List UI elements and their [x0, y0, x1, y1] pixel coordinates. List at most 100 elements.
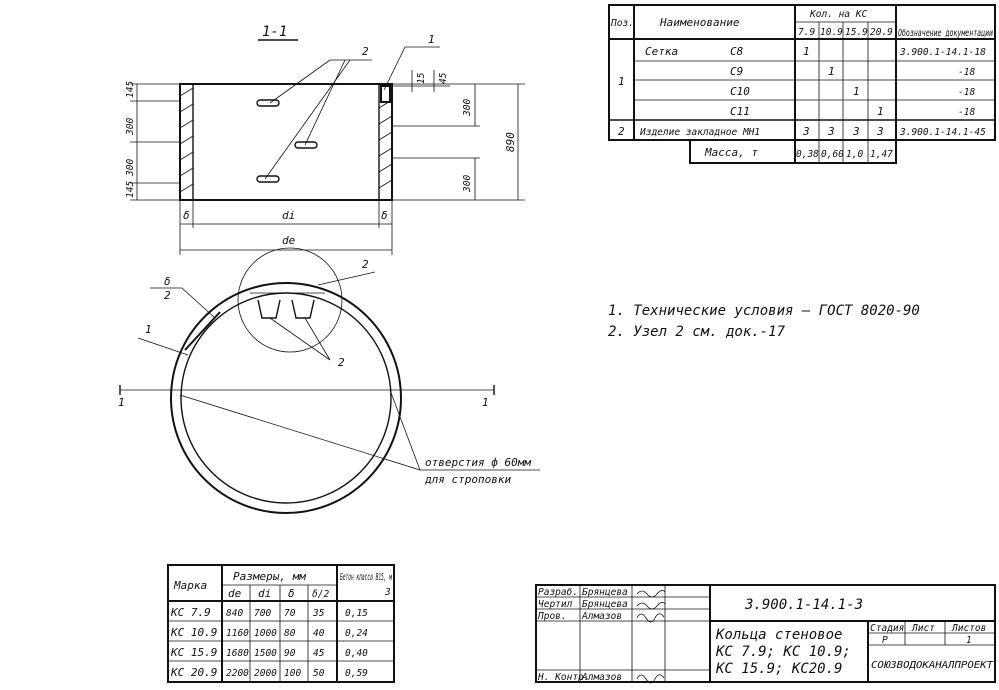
dim-table-head-sup: 3 — [384, 587, 391, 598]
embedded-plate — [380, 85, 391, 103]
spec-head-pos: Поз. — [610, 18, 634, 29]
signature — [636, 674, 665, 684]
tb-stage: Р — [882, 635, 888, 646]
dim-table-head-concrete: Бетон класса В15, м — [340, 572, 392, 583]
tb-role-chertil: Чертил — [538, 599, 573, 610]
callout-leader — [264, 59, 351, 180]
dim-col-di: di — [258, 587, 271, 600]
dim-right-300-top: 300 — [462, 99, 473, 117]
tb-role-razrab: Разраб. — [538, 587, 578, 598]
dim-row-value: 40 — [313, 628, 325, 639]
holes-note-line1: отверстия ф 60мм — [425, 456, 531, 469]
dim-row-mark: КС 15.9 — [170, 646, 217, 659]
dimensions-table: Марка Размеры, мм Бетон класса В15, м 3 … — [167, 564, 395, 683]
spec-mass-15-9: 1,0 — [846, 149, 863, 160]
spec-doc-mn1: 3.900.1-14.1-45 — [899, 127, 986, 138]
spec-mass-7-9: 0,38 — [796, 149, 819, 160]
spec-col-20-9: 20.9 — [870, 27, 893, 38]
dim-delta-right: δ — [381, 209, 388, 222]
dim-left-145-bottom: 145 — [125, 181, 136, 198]
dim-left-145-top: 145 — [125, 81, 136, 98]
dim-row-value: 840 — [226, 608, 243, 619]
callout-2: 2 — [362, 45, 369, 58]
note-2: 2. Узел 2 см. док.-17 — [608, 324, 786, 340]
dim-row-value: 90 — [284, 648, 296, 659]
spec-doc-c9: -18 — [958, 67, 975, 78]
dim-45: 45 — [438, 72, 449, 84]
dim-row-value: 1500 — [254, 648, 277, 659]
spec-col-7-9: 7.9 — [798, 27, 815, 38]
signature — [636, 602, 666, 610]
spec-doc-c10: -18 — [958, 87, 975, 98]
dim-row-value: 2200 — [226, 668, 249, 679]
callout-leader — [269, 59, 331, 104]
tb-name-prov: Алмазов — [581, 611, 622, 622]
spec-row-name-setka: Сетка — [645, 45, 678, 58]
tb-head-stage: Стадия — [870, 623, 905, 634]
dim-15: 15 — [416, 72, 427, 84]
dim-di: di — [282, 209, 295, 222]
dim-row-mark: КС 10.9 — [170, 626, 217, 639]
dim-right-890: 890 — [504, 132, 517, 152]
tb-head-sheet: Лист — [911, 623, 935, 634]
plan-loop — [291, 299, 315, 319]
half-delta-den: 2 — [164, 289, 171, 302]
spec-qty-mn1-7-9: 3 — [802, 125, 810, 138]
spec-table: Поз. Наименование Кол. на КС Обозначение… — [608, 4, 996, 164]
dim-row-value: 45 — [313, 648, 325, 659]
plan-view: 1 1 1 δ 2 2 2 отверстия ф 60мм для строп… — [118, 247, 540, 514]
callout-leader — [304, 59, 346, 146]
tb-name-nkontr: Алмазов — [581, 672, 622, 683]
dim-col-half-delta: δ/2 — [312, 589, 329, 600]
section-mark-right: 1 — [482, 396, 489, 409]
plan-callout-2-bottom: 2 — [338, 356, 345, 369]
lifting-loops — [256, 99, 318, 183]
dim-row-value: 700 — [254, 608, 271, 619]
dim-left-300-bottom: 300 — [125, 159, 136, 177]
spec-qty-c11: 1 — [877, 105, 884, 118]
tb-name-chertil: Брянцева — [582, 599, 628, 610]
tb-sheets: 1 — [966, 635, 972, 646]
spec-doc-c11: -18 — [958, 107, 975, 118]
dim-table-head-sizes: Размеры, мм — [233, 570, 306, 583]
spec-mass-label: Масса, т — [704, 146, 758, 159]
dim-row-value: 0,15 — [345, 608, 368, 619]
dim-row-value: 70 — [284, 608, 296, 619]
dim-row-value: 80 — [284, 628, 296, 639]
wall-hatch-right — [378, 99, 393, 189]
spec-row-sub-c11: С11 — [730, 105, 750, 118]
tb-code: 3.900.1-14.1-3 — [744, 597, 863, 613]
section-label: 1-1 — [262, 24, 287, 40]
spec-mass-10-9: 0,60 — [821, 149, 844, 160]
plan-callout-1: 1 — [145, 323, 152, 336]
spec-qty-c10: 1 — [853, 85, 860, 98]
dim-row-value: 2000 — [254, 668, 277, 679]
tb-name-razrab: Брянцева — [582, 587, 628, 598]
note-1: 1. Технические условия — ГОСТ 8020-90 — [608, 303, 920, 319]
callout-leader — [383, 46, 406, 91]
wall-hatch-left — [179, 87, 194, 193]
dim-row-value: 35 — [312, 608, 325, 619]
dim-row-value: 1680 — [226, 648, 249, 659]
dim-delta-left: δ — [183, 209, 190, 222]
dim-row-value: 0,40 — [345, 648, 368, 659]
dim-left-300-top: 300 — [125, 118, 136, 136]
tb-title-line3: КС 15.9; КС20.9 — [715, 661, 842, 677]
spec-pos-1: 1 — [618, 75, 625, 88]
dim-col-delta: δ — [288, 587, 295, 600]
dim-de: de — [282, 234, 296, 247]
spec-qty-mn1-15-9: 3 — [852, 125, 860, 138]
ring-inner — [180, 292, 392, 504]
dim-right-300-bottom: 300 — [462, 175, 473, 193]
spec-col-10-9: 10.9 — [820, 27, 843, 38]
plan-loop — [257, 299, 281, 319]
spec-qty-c9: 1 — [828, 65, 835, 78]
spec-head-name: Наименование — [659, 16, 740, 29]
dim-row-value: 0,59 — [345, 668, 368, 679]
tb-org: СОЮЗВОДОКАНАЛПРОЕКТ — [871, 660, 994, 671]
dim-row-value: 1000 — [254, 628, 277, 639]
dim-row-value: 50 — [313, 668, 325, 679]
spec-qty-mn1-10-9: 3 — [827, 125, 835, 138]
